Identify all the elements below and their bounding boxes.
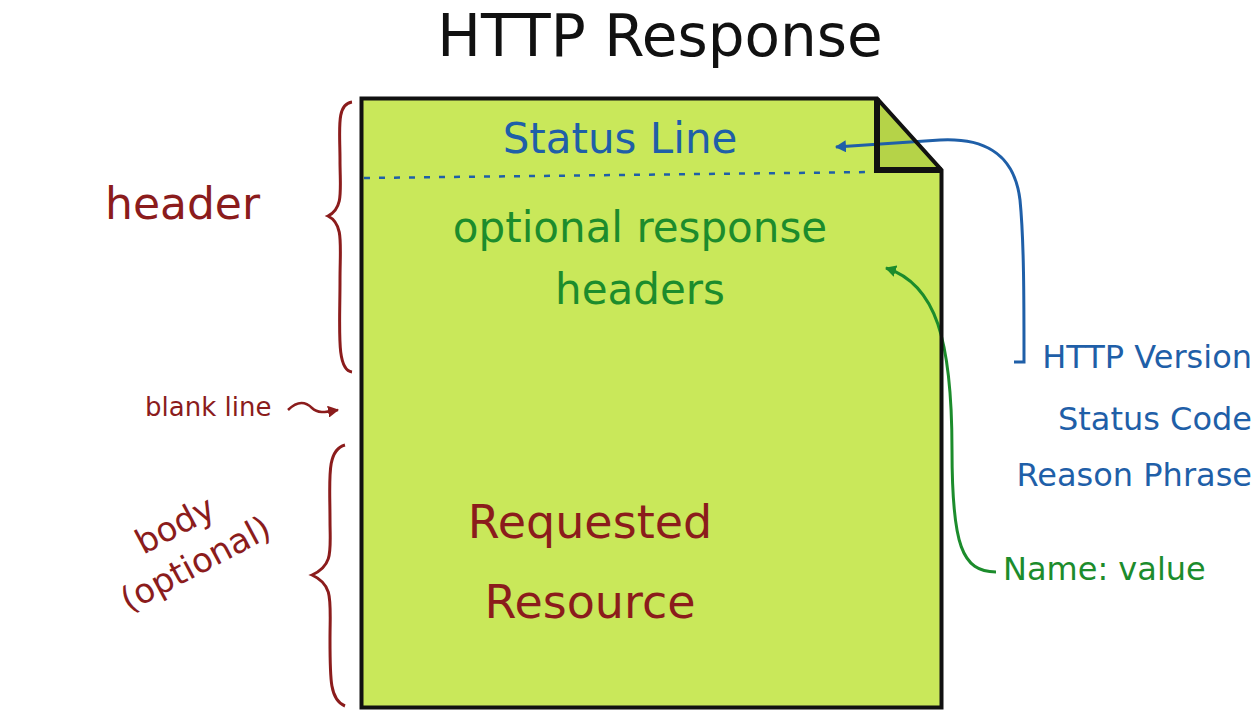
note-fill [360,97,943,709]
header-label: header [105,178,260,229]
status-leader [836,140,1024,362]
diagram-title: HTTP Response [380,2,940,70]
name-value-label: Name: value [1003,550,1206,588]
http-version-label: HTTP Version [1042,338,1252,376]
response-note: Status Line optional response headersRequ… [360,97,943,709]
blank-line-arrow [288,403,338,412]
status-code-label: Status Code [1058,400,1252,438]
separator-line [364,172,874,178]
header-brace [328,102,352,372]
status-line-text: Status Line [370,113,870,165]
body-label: body (optional) [63,451,307,637]
headers-text: optional response headers [390,197,890,321]
blank-line-label: blank line [145,392,271,422]
reason-phrase-label: Reason Phrase [1017,456,1253,494]
resource-text: Requested Resource [410,482,770,642]
body-brace [312,445,345,706]
